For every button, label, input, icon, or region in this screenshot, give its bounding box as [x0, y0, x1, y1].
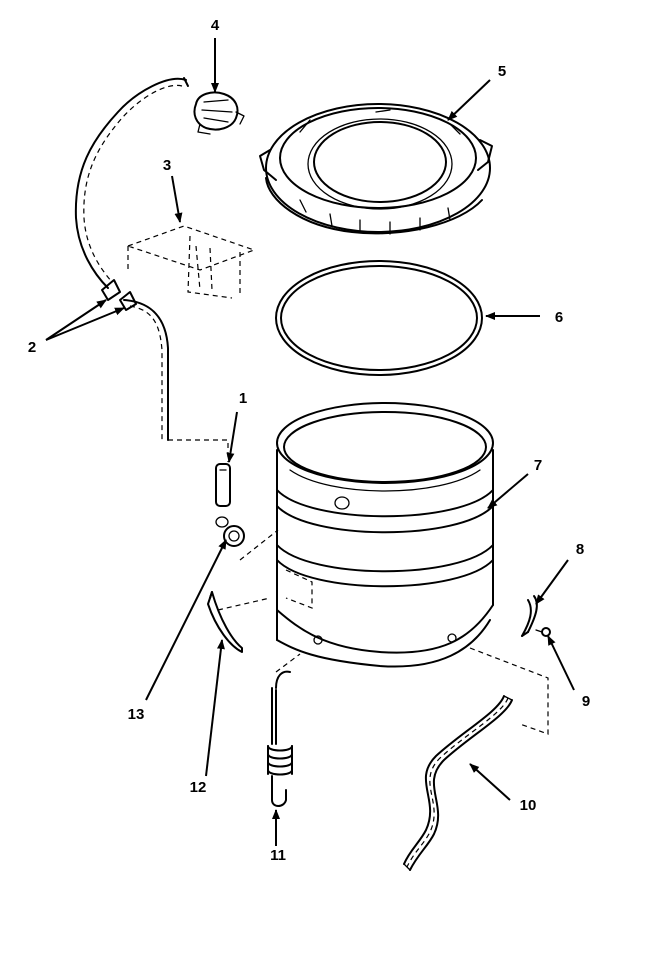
part-3-bracket [126, 225, 256, 299]
part-5-tub-cover [259, 103, 493, 235]
callout-1: 1 [239, 390, 247, 407]
callout-8: 8 [576, 541, 584, 558]
callout-2: 2 [28, 339, 36, 356]
part-6-gasket [275, 260, 483, 376]
assembly-lines [217, 529, 549, 735]
callout-4: 4 [211, 17, 220, 34]
part-4-switch [193, 91, 245, 135]
part-10-rod [403, 695, 513, 871]
callout-7: 7 [534, 457, 542, 474]
callout-10: 10 [520, 797, 537, 814]
callout-9: 9 [582, 693, 590, 710]
callout-labels: 1 2 3 4 5 6 7 8 9 10 11 12 13 [28, 17, 590, 864]
part-13-grommet [215, 516, 245, 547]
callout-6: 6 [555, 309, 563, 326]
callout-3: 3 [163, 157, 171, 174]
part-12-shield [207, 591, 243, 653]
callout-13: 13 [128, 706, 145, 723]
callout-12: 12 [190, 779, 207, 796]
part-11-spring [267, 670, 293, 807]
callout-11: 11 [270, 847, 286, 864]
callout-arrows [45, 38, 575, 846]
part-2-hose [74, 77, 229, 462]
part-9-screw [535, 627, 551, 637]
part-8-bracket [521, 595, 538, 637]
callout-5: 5 [498, 63, 506, 80]
part-7-outer-tub [276, 402, 494, 668]
part-1-fitting [215, 463, 231, 507]
